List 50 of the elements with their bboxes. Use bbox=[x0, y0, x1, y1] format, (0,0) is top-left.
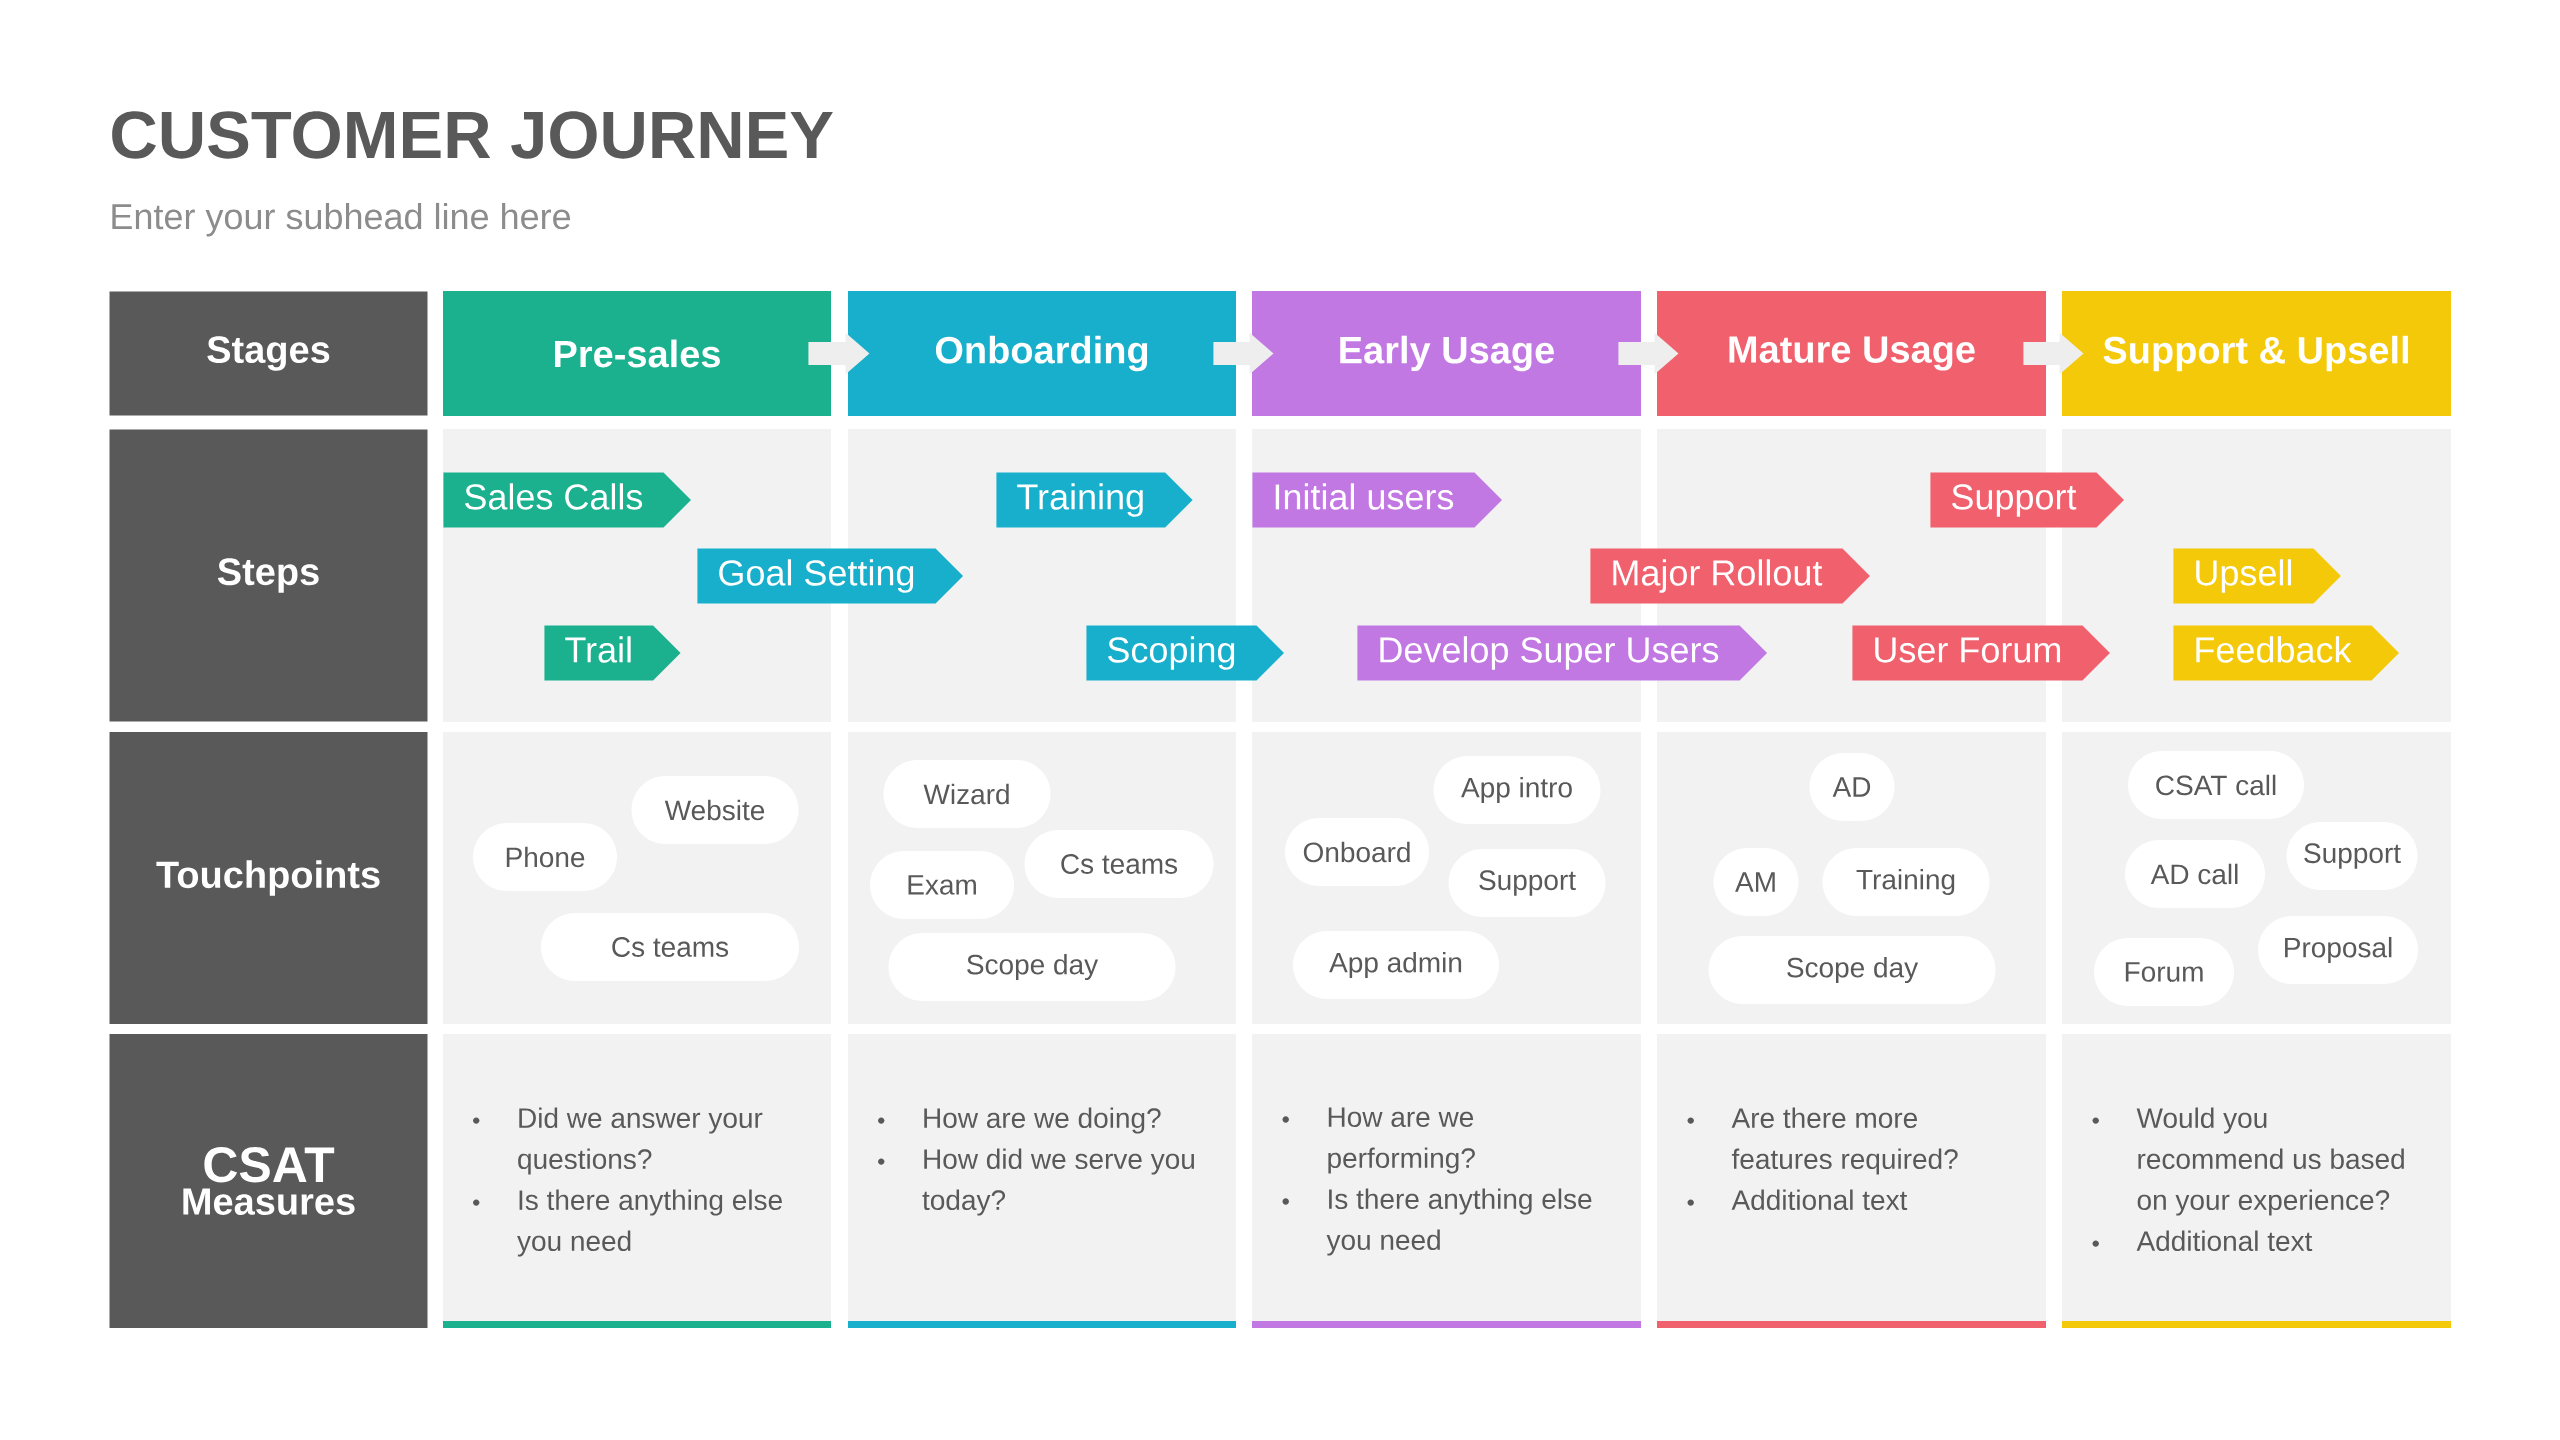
step-tag: Major Rollout bbox=[1590, 548, 1870, 604]
bullet-item: Is there anything else you need bbox=[1282, 1188, 1592, 1256]
row-header: Touchpoints bbox=[109, 732, 428, 1024]
measures-cell bbox=[848, 1034, 1236, 1328]
stage-header: Support & Upsell bbox=[2062, 291, 2451, 416]
touchpoint-pill: Training bbox=[1822, 848, 1990, 916]
stage-header: Onboarding bbox=[848, 291, 1236, 416]
bullet-item: Is there anything else you need bbox=[473, 1189, 782, 1257]
subhead: Enter your subhead line here bbox=[112, 202, 570, 237]
bullet-item: Additional text bbox=[1687, 1189, 1908, 1211]
measures-cell bbox=[443, 1034, 831, 1328]
measures-cell bbox=[1252, 1034, 1641, 1328]
touchpoint-pill: Cs teams bbox=[541, 913, 799, 981]
touchpoint-pill: Onboard bbox=[1285, 818, 1429, 886]
bullet-item: Would you recommend us based on your experience? bbox=[2092, 1107, 2404, 1216]
touchpoint-pill: Forum bbox=[2094, 938, 2234, 1006]
touchpoint-pill: Support bbox=[2286, 822, 2418, 890]
bullet-item: Did we answer your questions? bbox=[473, 1107, 763, 1175]
bullet-item: How are we performing? bbox=[1282, 1107, 1475, 1174]
bullet-item: Additional text bbox=[2092, 1230, 2313, 1252]
stage-header: Early Usage bbox=[1252, 291, 1641, 416]
touchpoint-pill: App admin bbox=[1293, 931, 1499, 999]
stage-header: Pre-sales bbox=[443, 291, 831, 416]
touchpoint-pill: Proposal bbox=[2258, 916, 2418, 984]
measures-cell bbox=[2062, 1034, 2451, 1328]
touchpoint-pill: AD bbox=[1809, 753, 1895, 821]
bullet-item: How are we doing? bbox=[878, 1107, 1161, 1134]
step-tag: Initial users bbox=[1252, 472, 1502, 528]
row-header: Stages bbox=[109, 291, 428, 416]
touchpoint-pill: Exam bbox=[870, 851, 1014, 919]
step-tag: Feedback bbox=[2173, 625, 2399, 681]
measures-cell bbox=[1657, 1034, 2046, 1328]
touchpoint-pill: AD call bbox=[2125, 840, 2265, 908]
step-tag: User Forum bbox=[1852, 625, 2110, 681]
row-header: CSAT Measures bbox=[109, 1034, 428, 1328]
step-tag: Goal Setting bbox=[697, 548, 964, 604]
step-tag: Develop Super Users bbox=[1357, 625, 1768, 681]
touchpoint-pill: Phone bbox=[473, 823, 617, 891]
row-header: Steps bbox=[109, 429, 428, 722]
touchpoint-pill: CSAT call bbox=[2128, 751, 2304, 819]
bullet-item: Are there more features required? bbox=[1687, 1107, 1958, 1175]
touchpoint-pill: Cs teams bbox=[1024, 830, 1214, 898]
touchpoint-pill: Scope day bbox=[888, 933, 1176, 1001]
touchpoint-pill: AM bbox=[1713, 848, 1799, 916]
stage-header: Mature Usage bbox=[1657, 291, 2046, 416]
title: CUSTOMER JOURNEY bbox=[112, 111, 833, 159]
touchpoint-pill: Scope day bbox=[1708, 936, 1996, 1004]
bullet-item: How did we serve you today? bbox=[878, 1148, 1194, 1216]
touchpoint-pill: Wizard bbox=[883, 760, 1051, 828]
step-tag: Sales Calls bbox=[443, 472, 691, 528]
